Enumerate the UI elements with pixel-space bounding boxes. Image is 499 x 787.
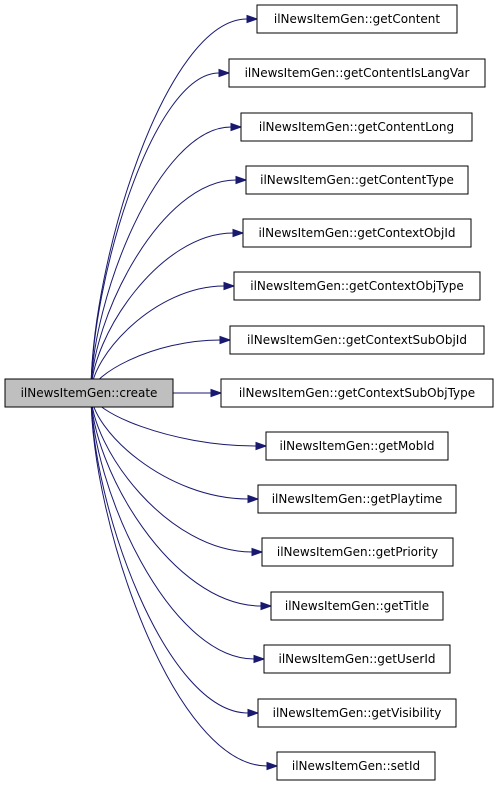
node-box [229,325,485,355]
node-label: ilNewsItemGen::getTitle [285,599,429,613]
call-edge [90,72,220,394]
node-label: ilNewsItemGen::getContentType [260,173,454,187]
arrowhead [255,441,268,451]
node-box [265,431,449,461]
node-get-content-is-lang-var[interactable]: ilNewsItemGen::getContentIsLangVar [228,58,486,88]
node-box [240,112,473,142]
node-get-context-obj-id[interactable]: ilNewsItemGen::getContextObjId [242,218,472,248]
node-box [4,378,174,408]
arrowhead [219,335,232,345]
node-box [276,751,436,781]
node-label: ilNewsItemGen::getContextObjType [250,279,463,293]
call-edge [90,392,249,714]
node-box [263,644,451,674]
node-box [261,537,454,567]
node-get-user-id[interactable]: ilNewsItemGen::getUserId [263,644,451,674]
node-label: ilNewsItemGen::getUserId [279,652,436,666]
arrowhead [251,547,264,557]
node-get-mob-id[interactable]: ilNewsItemGen::getMobId [265,431,449,461]
arrowhead [246,14,259,24]
node-create[interactable]: ilNewsItemGen::create [4,378,174,408]
node-box [228,58,486,88]
call-edge [90,285,225,394]
arrowhead [247,494,260,504]
arrowhead [247,708,260,718]
call-nodes: ilNewsItemGen::create ilNewsItemGen::getC… [4,4,494,781]
arrowhead [230,122,243,132]
node-box [256,4,458,34]
call-edge [90,392,262,607]
call-edge [90,126,232,394]
node-label: ilNewsItemGen::getVisibility [273,706,442,720]
call-edge [90,392,268,767]
node-get-title[interactable]: ilNewsItemGen::getTitle [270,591,444,621]
node-box [220,378,494,408]
arrowhead [218,68,231,78]
node-box [257,484,457,514]
node-label: ilNewsItemGen::getContextObjId [258,226,455,240]
node-get-context-sub-obj-id[interactable]: ilNewsItemGen::getContextSubObjId [229,325,485,355]
node-label: ilNewsItemGen::getContentIsLangVar [245,66,470,80]
node-get-content[interactable]: ilNewsItemGen::getContent [256,4,458,34]
node-label: ilNewsItemGen::getContextSubObjId [247,333,467,347]
node-set-id[interactable]: ilNewsItemGen::setId [276,751,436,781]
arrowhead [210,388,223,398]
node-box [257,698,457,728]
node-label: ilNewsItemGen::getContent [274,12,441,26]
node-label: ilNewsItemGen::create [21,386,158,400]
node-get-visibility[interactable]: ilNewsItemGen::getVisibility [257,698,457,728]
call-edge [90,392,253,553]
call-edges [90,14,279,771]
node-label: ilNewsItemGen::getContextSubObjType [239,386,475,400]
node-box [270,591,444,621]
node-get-content-type[interactable]: ilNewsItemGen::getContentType [245,165,469,195]
node-label: ilNewsItemGen::getMobId [280,439,435,453]
node-box [245,165,469,195]
node-box [233,271,481,301]
node-label: ilNewsItemGen::setId [292,759,420,773]
node-label: ilNewsItemGen::getContentLong [259,120,454,134]
node-get-context-sub-obj-type[interactable]: ilNewsItemGen::getContextSubObjType [220,378,494,408]
call-edge [90,392,255,660]
node-get-context-obj-type[interactable]: ilNewsItemGen::getContextObjType [233,271,481,301]
node-get-playtime[interactable]: ilNewsItemGen::getPlaytime [257,484,457,514]
arrowhead [253,654,266,664]
call-edge [90,232,234,394]
arrowhead [232,228,245,238]
node-label: ilNewsItemGen::getPlaytime [272,492,443,506]
node-label: ilNewsItemGen::getPriority [277,545,438,559]
arrowhead [235,175,248,185]
arrowhead [260,601,273,611]
node-box [242,218,472,248]
node-get-content-long[interactable]: ilNewsItemGen::getContentLong [240,112,473,142]
call-edge [90,392,249,500]
node-get-priority[interactable]: ilNewsItemGen::getPriority [261,537,454,567]
arrowhead [266,761,279,771]
arrowhead [223,281,236,291]
call-edge [90,179,237,394]
